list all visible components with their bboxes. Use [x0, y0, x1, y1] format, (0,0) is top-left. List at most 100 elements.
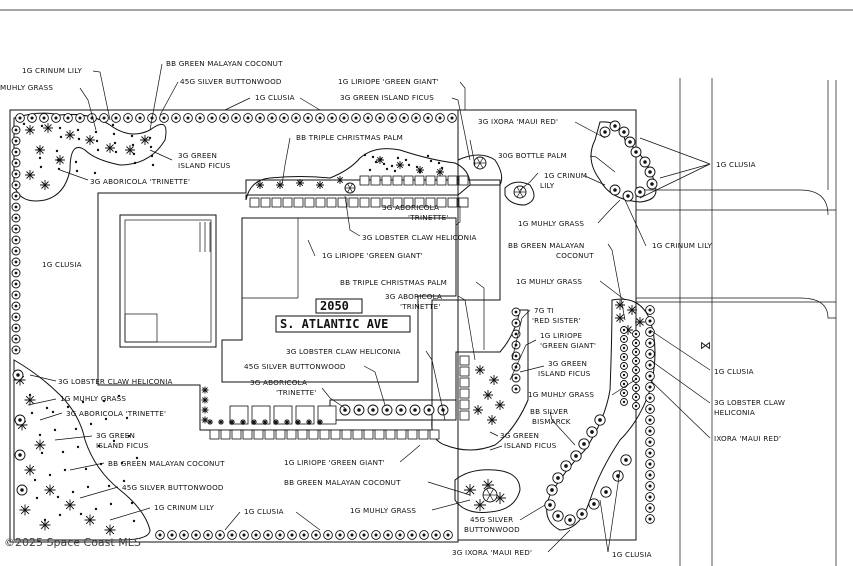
- label: BISMARCK: [532, 417, 571, 426]
- clusia-symbol-center: [14, 128, 18, 132]
- clusia-symbol-center: [170, 533, 174, 537]
- shrub-symbol: [615, 313, 625, 323]
- label: 1G CRINUM LILY: [652, 241, 712, 250]
- label: IXORA 'MAUI RED': [714, 434, 781, 443]
- paver-square: [381, 175, 392, 186]
- groundcover-dot: [379, 157, 383, 161]
- clusia-symbol-center: [14, 161, 18, 165]
- paver-square: [253, 429, 264, 440]
- label: 'GREEN GIANT': [540, 341, 596, 350]
- shrub-symbol: [85, 135, 95, 145]
- groundcover-dot: [55, 149, 59, 153]
- groundcover-dot: [382, 162, 386, 166]
- shrub-symbol: [34, 439, 46, 451]
- label: 1G MUHLY GRASS: [60, 394, 126, 403]
- shrub-symbol: [84, 514, 96, 526]
- paver-square: [436, 197, 447, 208]
- groundcover-dot: [404, 158, 408, 162]
- address-street: S. ATLANTIC AVE: [280, 317, 388, 331]
- shrub-symbol: [495, 400, 505, 410]
- clusia-symbol-center: [648, 495, 652, 499]
- clusia-symbol-center: [622, 373, 626, 377]
- clusia-symbol-center: [514, 354, 518, 358]
- label: 45G SILVER BUTTONWOOD: [180, 77, 282, 86]
- clusia-symbol-center: [354, 116, 358, 120]
- label: 1G CRINUM: [544, 171, 587, 180]
- groundcover-dot: [111, 123, 115, 127]
- paver-square: [220, 429, 231, 440]
- paver-square: [242, 429, 253, 440]
- clusia-symbol-center: [338, 533, 342, 537]
- groundcover-dot: [112, 132, 116, 136]
- shrub-symbol: [125, 145, 135, 155]
- paver-square: [286, 429, 297, 440]
- shrub-symbol: [24, 394, 36, 406]
- clusia-symbol-center: [390, 116, 394, 120]
- label: 3G ABORICOLA: [250, 378, 307, 387]
- clusia-symbol-center: [648, 352, 652, 356]
- clusia-symbol-center: [648, 429, 652, 433]
- clusia-symbol-center: [634, 332, 638, 336]
- shrub-symbol: [256, 181, 264, 189]
- clusia-symbol-center: [54, 116, 58, 120]
- groundcover-dot: [51, 410, 55, 414]
- paver-square: [359, 197, 370, 208]
- paver-square: [370, 175, 381, 186]
- clusia-symbol-center: [426, 116, 430, 120]
- clusia-symbol-center: [14, 150, 18, 154]
- palm-frond: [347, 183, 351, 189]
- paver-square: [370, 197, 381, 208]
- clusia-symbol-center: [598, 418, 602, 422]
- clusia-symbol-center: [634, 377, 638, 381]
- shrub-symbol: [475, 365, 485, 375]
- clusia-symbol-center: [357, 408, 361, 412]
- clusia-symbol-center: [14, 326, 18, 330]
- groundcover-dot: [151, 163, 155, 167]
- groundcover-dot: [426, 154, 430, 158]
- clusia-symbol-center: [648, 407, 652, 411]
- clusia-symbol-center: [648, 462, 652, 466]
- groundcover-dot: [112, 439, 116, 443]
- shrub-symbol: [39, 519, 51, 531]
- groundcover-dot: [149, 145, 153, 149]
- label: 3G IXORA 'MAUI RED': [452, 548, 532, 557]
- shrub-symbol: [336, 176, 344, 184]
- clusia-symbol-center: [14, 139, 18, 143]
- clusia-symbol-center: [198, 116, 202, 120]
- label: 3G ABORICOLA: [382, 203, 439, 212]
- groundcover-dot: [66, 405, 70, 409]
- clusia-symbol-center: [330, 116, 334, 120]
- shrub-symbol: [207, 419, 213, 425]
- label: 1G LIRIOPE 'GREEN GIANT': [338, 77, 439, 86]
- clusia-symbol-center: [18, 116, 22, 120]
- clusia-symbol-center: [413, 408, 417, 412]
- label: 3G ABORICOLA 'TRINETTE': [90, 177, 190, 186]
- clusia-symbol-center: [446, 533, 450, 537]
- clusia-symbol-center: [399, 408, 403, 412]
- clusia-symbol-center: [634, 386, 638, 390]
- clusia-symbol-center: [182, 533, 186, 537]
- clusia-symbol-center: [514, 321, 518, 325]
- paver-square: [297, 429, 308, 440]
- groundcover-dot: [102, 399, 106, 403]
- clusia-symbol-center: [386, 533, 390, 537]
- groundcover-dot: [385, 167, 389, 171]
- paver-square: [319, 429, 330, 440]
- shrub-symbol: [140, 135, 150, 145]
- palm-frond: [476, 157, 481, 164]
- clusia-symbol-center: [342, 116, 346, 120]
- label: 1G CLUSIA: [612, 550, 652, 559]
- clusia-symbol-center: [350, 533, 354, 537]
- clusia-symbol-center: [648, 418, 652, 422]
- paver-square: [251, 405, 271, 425]
- label: 30G BOTTLE PALM: [498, 151, 567, 160]
- groundcover-dot: [104, 417, 108, 421]
- clusia-symbol-center: [126, 116, 130, 120]
- groundcover-dot: [407, 163, 411, 167]
- label: 3G IXORA 'MAUI RED': [478, 117, 558, 126]
- paver-square: [330, 429, 341, 440]
- paver-square: [293, 197, 304, 208]
- label: COCONUT: [556, 251, 594, 260]
- clusia-symbol-center: [634, 368, 638, 372]
- shrub-symbol: [229, 419, 235, 425]
